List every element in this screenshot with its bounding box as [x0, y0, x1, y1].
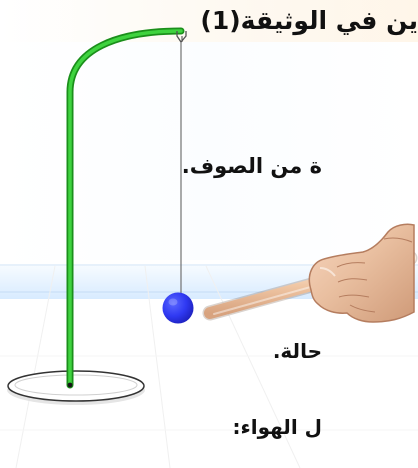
stand-pole [66, 27, 185, 389]
text-line-4: ل الهواء: [232, 415, 322, 439]
blue-ball [162, 292, 194, 324]
text-line-3: حالة. [272, 339, 322, 363]
base-plate [7, 370, 145, 405]
text-line-2: ة من الصوف. [181, 154, 322, 178]
text-line-1: ين في الوثيقة(1) [200, 6, 418, 35]
hand [308, 223, 415, 323]
